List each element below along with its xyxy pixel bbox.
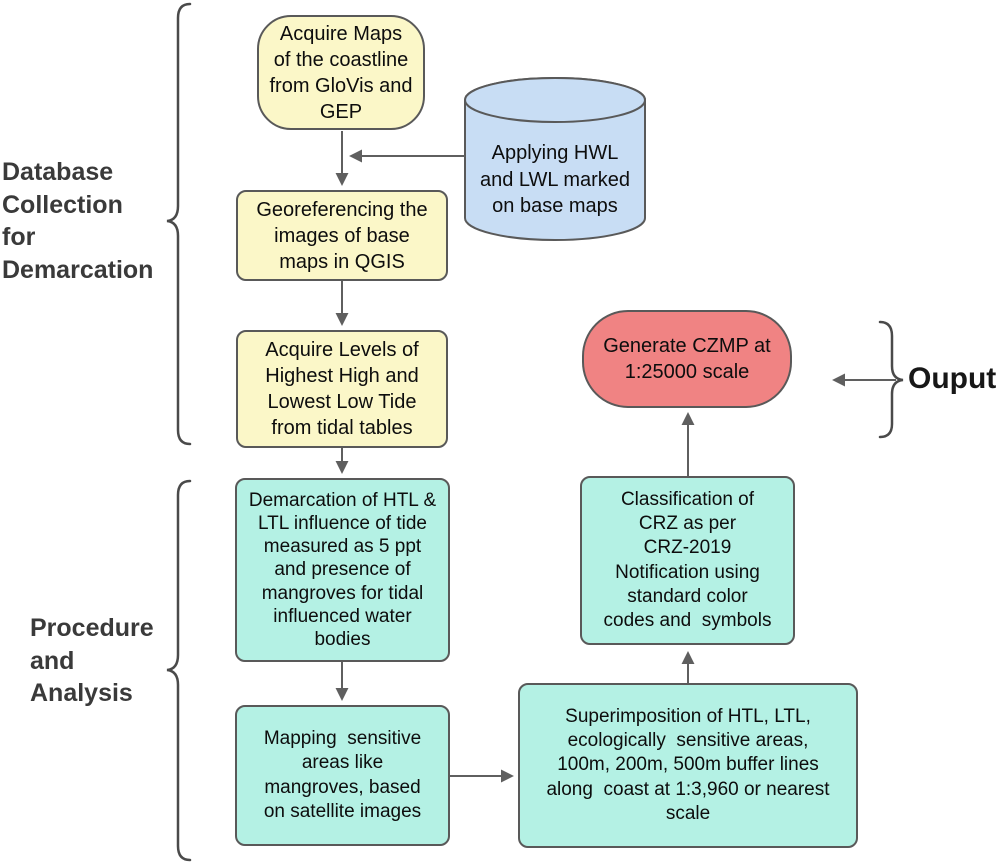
node-acquire-levels: Acquire Levels of Highest High and Lowes… xyxy=(236,330,448,448)
node-georeferencing: Georeferencing the images of base maps i… xyxy=(236,190,448,281)
node-applying-hwl-cylinder-text: Applying HWL and LWL marked on base maps xyxy=(479,142,631,218)
node-mapping: Mapping sensitive areas like mangroves, … xyxy=(235,705,450,846)
node-generate-czmp: Generate CZMP at 1:25000 scale xyxy=(582,310,792,408)
section-label-output: Ouput xyxy=(908,362,997,395)
brace-procedure-section xyxy=(166,479,192,862)
section-label-database-collection: Database Collection for Demarcation xyxy=(2,158,154,284)
node-demarcation: Demarcation of HTL & LTL influence of ti… xyxy=(235,478,450,662)
node-acquire-maps: Acquire Maps of the coastline from GloVi… xyxy=(257,15,425,130)
section-label-procedure-analysis: Procedure and Analysis xyxy=(30,614,154,707)
cylinder-shape xyxy=(464,77,646,241)
brace-output-section xyxy=(878,320,904,439)
node-superimposition: Superimposition of HTL, LTL, ecologicall… xyxy=(518,683,858,848)
brace-database-section xyxy=(166,2,192,446)
node-classification: Classification of CRZ as per CRZ-2019 No… xyxy=(580,476,795,645)
